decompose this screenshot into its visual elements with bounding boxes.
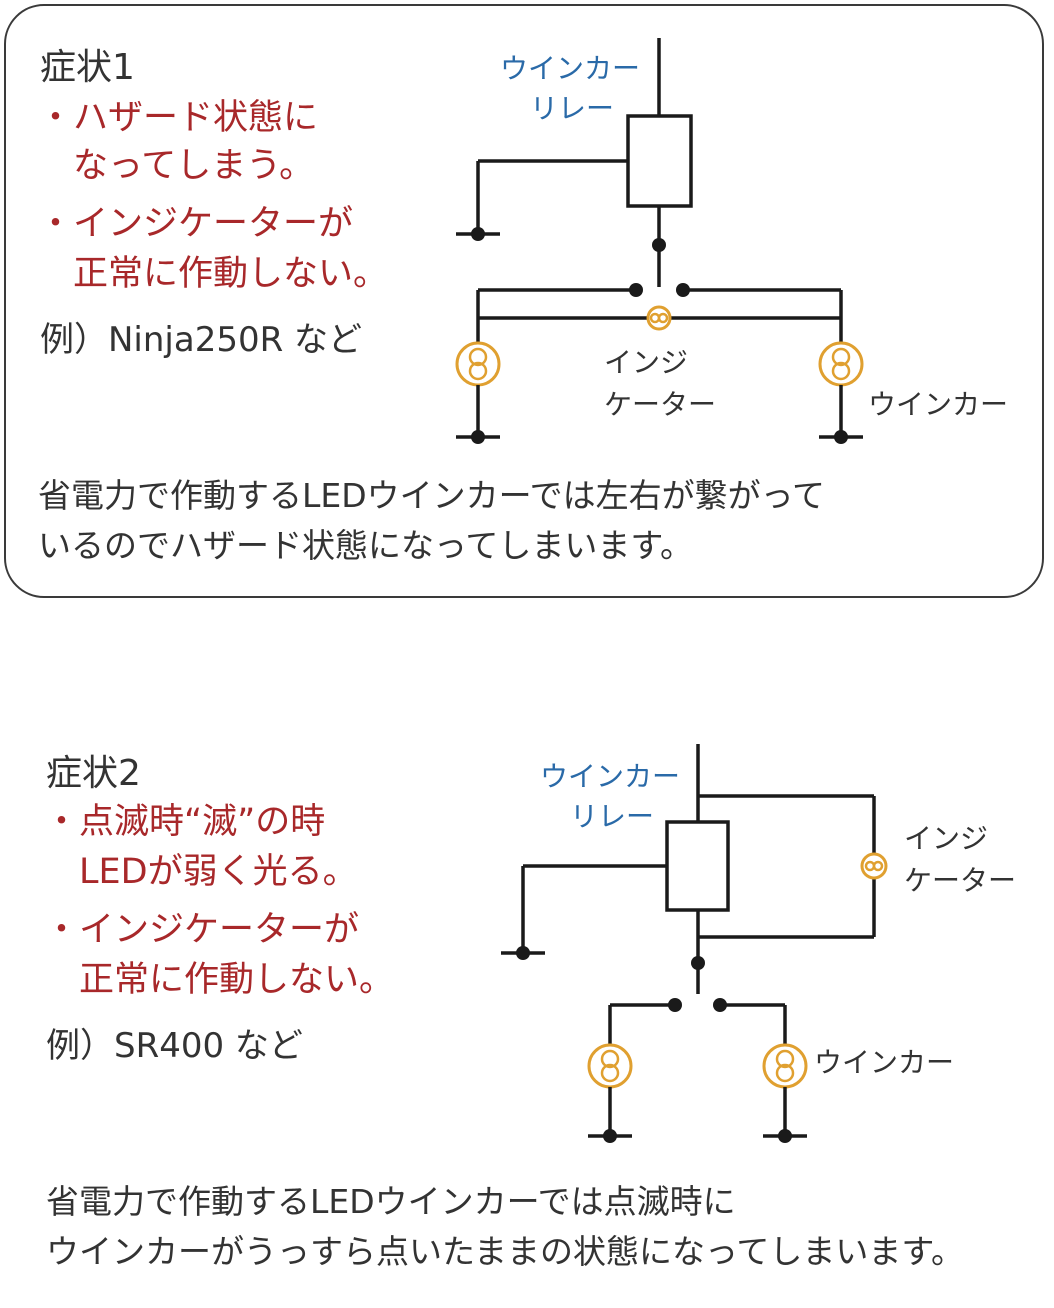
- symptom1-title: 症状1: [40, 47, 135, 88]
- relay2-label-line-1: ウインカー: [540, 760, 680, 793]
- relay1-box: [626, 114, 693, 208]
- indicator2-label-line-1: インジ: [904, 822, 988, 855]
- symptom2-circuit: ウインカー リレー インジ ケーター ウインカー: [501, 744, 1016, 1143]
- winker1-right-ground-dot: [834, 430, 848, 444]
- relay2-label-line-2: リレー: [570, 800, 654, 833]
- winker1-left-lamp-icon: [455, 341, 501, 387]
- indicator1-label-line-2: ケーター: [604, 388, 716, 421]
- indicator2-lamp-icon: [860, 852, 888, 880]
- symptom1-example: 例）Ninja250R など: [40, 320, 363, 360]
- winker2-left-ground-dot: [603, 1129, 617, 1143]
- winker2-right-ground-dot: [778, 1129, 792, 1143]
- symptom2-bullet-1: ・点滅時“滅”の時: [44, 802, 326, 842]
- indicator1-lamp-icon: [646, 305, 672, 331]
- symptom1-bullet-2-cont: 正常に作動しない。: [38, 254, 389, 294]
- indicator2-label-line-2: ケーター: [904, 864, 1016, 897]
- winker2-right-lamp-icon: [762, 1043, 808, 1089]
- symptom1-bullet-1: ・ハザード状態に: [38, 98, 319, 138]
- symptom1-description-line-1: 省電力で作動するLEDウインカーでは左右が繋がって: [38, 476, 826, 515]
- symptom1-bullet-2: ・インジケーターが: [38, 204, 354, 244]
- relay1-label-line-2: リレー: [530, 92, 614, 125]
- winker1-label: ウインカー: [868, 388, 1008, 421]
- switch2-dot-top: [691, 956, 705, 970]
- symptom1-description-line-2: いるのでハザード状態になってしまいます。: [38, 526, 694, 565]
- winker1-left-ground-dot: [471, 430, 485, 444]
- switch1-dot-top: [652, 238, 666, 252]
- symptom1-panel: [4, 4, 1044, 598]
- symptom2-bullet-1-cont: LEDが弱く光る。: [44, 852, 358, 892]
- symptom1-bullet-1-cont: なってしまう。: [38, 146, 315, 186]
- symptom1-circuit: ウインカー リレー インジ ケーター ウインカー: [455, 38, 1008, 444]
- symptom2-bullet-2-cont: 正常に作動しない。: [44, 960, 395, 1000]
- relay1-label-line-1: ウインカー: [500, 52, 640, 85]
- winker2-left-lamp-icon: [587, 1043, 633, 1089]
- symptom2-description-line-2: ウインカーがうっすら点いたままの状態になってしまいます。: [46, 1232, 965, 1271]
- relay2-box: [665, 820, 730, 912]
- winker1-right-lamp-icon: [818, 341, 864, 387]
- symptom2-bullet-2: ・インジケーターが: [44, 910, 360, 950]
- symptom2-description-line-1: 省電力で作動するLEDウインカーでは点滅時に: [46, 1182, 736, 1221]
- relay2-ground-dot: [516, 946, 530, 960]
- relay1-ground-dot: [471, 227, 485, 241]
- indicator1-label-line-1: インジ: [604, 346, 688, 379]
- symptom2-example: 例）SR400 など: [46, 1026, 303, 1066]
- winker2-label: ウインカー: [814, 1046, 954, 1079]
- symptom2-title: 症状2: [46, 753, 141, 794]
